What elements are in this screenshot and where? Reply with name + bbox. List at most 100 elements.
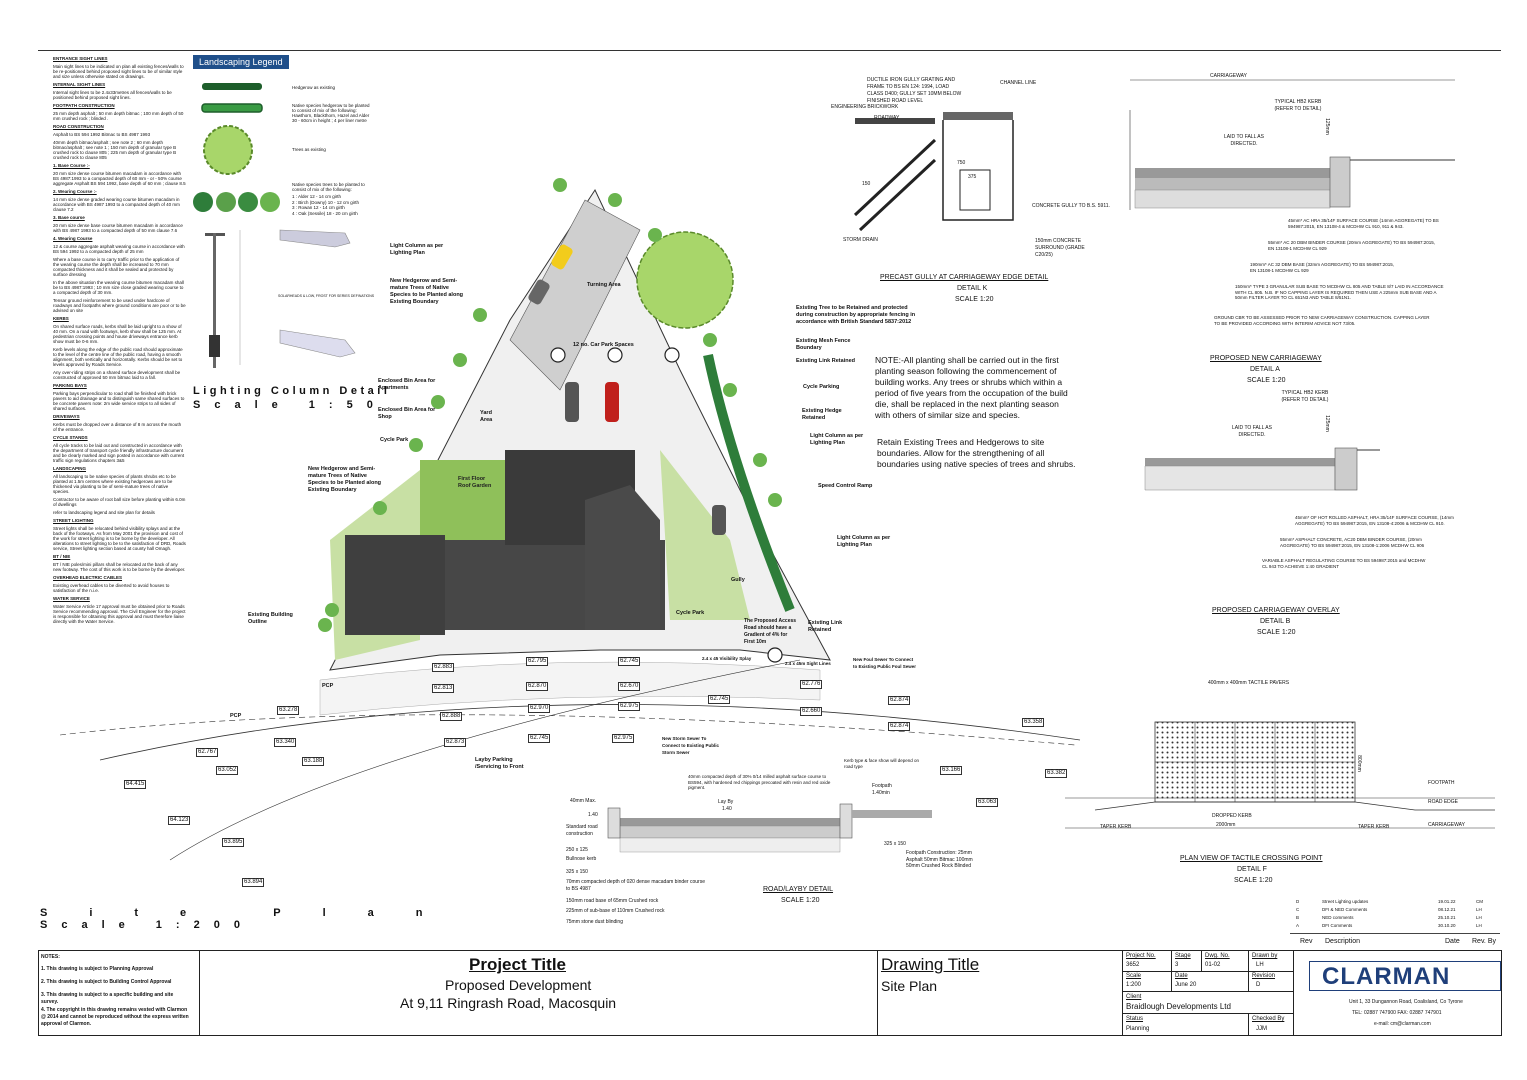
scale-value: 1:200: [1126, 982, 1142, 988]
layby-label-13: 70mm compacted depth of 020 dense macada…: [566, 879, 705, 892]
project-title-section: Project Title Proposed Development At 9,…: [201, 951, 878, 1035]
checked-value: JJM: [1256, 1026, 1267, 1032]
layby-label-6: Footpath: [872, 783, 892, 789]
layby-label-11: 325 x 150: [566, 869, 588, 875]
detail-f-label-0: 400mm x 400mm TACTILE PAVERS: [1208, 680, 1290, 686]
planting-note: NOTE:-All planting shall be carried out …: [875, 355, 1068, 420]
road-surface: [319, 661, 821, 716]
spec-note: Existing overhead cables to be diverted …: [53, 583, 170, 593]
project-no-label: Project No.: [1126, 953, 1156, 959]
legend-hedge-existing-swatch: [202, 83, 262, 90]
date-label: Date: [1175, 973, 1188, 979]
boundary-trees: [318, 178, 782, 632]
rev-header-by: Rev. By: [1472, 938, 1496, 945]
spec-note: 1. Base Course :-: [53, 163, 90, 168]
layby-label-5: 1.40: [588, 812, 598, 818]
detail-b-title: PROPOSED CARRIAGEWAY OVERLAY: [1212, 607, 1340, 614]
label-turning-area: Turning Area: [587, 282, 621, 288]
spot-level: 62.870: [526, 682, 549, 691]
spot-level: 62.813: [432, 684, 455, 693]
project-title-line-2: At 9,11 Ringrash Road, Macosquin: [400, 995, 617, 1011]
layby-label-2: 40mm Max.: [570, 798, 597, 804]
spec-note: 20 mm size dense course bitumen macadam …: [53, 171, 186, 186]
lighting-detail-title: Lighting Column Detail: [193, 385, 391, 397]
spot-level: 63.278: [277, 706, 300, 715]
spot-level: 62.975: [612, 734, 635, 743]
spec-note: Kerb levels along the edge of the public…: [53, 347, 183, 367]
label-gully: Gully: [731, 577, 745, 583]
spec-note: Any over-riding strips on a shared surfa…: [53, 370, 181, 380]
title-block: NOTES: 1. This drawing is subject to Pla…: [38, 950, 1502, 1036]
label-light-column-3: Light Column as per Lighting Plan: [837, 535, 891, 548]
spot-level: 62.795: [526, 657, 549, 666]
rev-code: A: [1296, 923, 1300, 928]
car-dark-2: [712, 505, 726, 535]
label-cycle-park-bottom: Cycle Park: [676, 610, 705, 616]
detail-a-label-4: 45mm* AC HRA 35/14F SURFACE COURSE (14mm…: [1288, 218, 1439, 229]
legend-tree-item: 1 : Alder 12 - 14 cm girth: [292, 194, 342, 199]
spec-note: Kerbs must be dropped over a distance of…: [53, 422, 182, 432]
company-tel: TEL: 02887 747900 FAX: 02887 747901: [1352, 1010, 1442, 1016]
layby-label-4: 1.40: [722, 806, 732, 812]
rev-date: 08.12.21: [1438, 907, 1456, 912]
drawing-info-grid: Project No. 3652 Stage 3 Dwg. No. 01-02 …: [1123, 951, 1294, 1035]
label-pcp-2: PCP: [230, 713, 242, 719]
detail-k-sub: DETAIL K: [957, 285, 988, 292]
road-layby-drawing: [607, 803, 932, 853]
layby-label-14: 150mm road base of 65mm Crushed rock: [566, 898, 659, 904]
light-columns: [550, 347, 783, 663]
label-cycle-park-left: Cycle Park: [380, 437, 409, 443]
company-email: e-mail: cm@clarman.com: [1374, 1021, 1431, 1027]
rev-header-rev: Rev: [1300, 938, 1313, 945]
legend-hedge-new-swatch: [201, 103, 263, 113]
drawn-by-label: Drawn by: [1252, 953, 1278, 959]
spot-level: 62.975: [618, 702, 641, 711]
spot-level: 64.415: [124, 780, 147, 789]
lighting-column-drawing: [205, 229, 356, 368]
rev-by: CM: [1476, 899, 1483, 904]
detail-f-label-4: DROPPED KERB: [1212, 813, 1252, 819]
dwg-no: 01-02: [1205, 962, 1221, 968]
spot-level: 63.166: [940, 766, 963, 775]
detail-b-sub: DETAIL B: [1260, 618, 1291, 625]
rev-desc: DFI Comments: [1322, 923, 1353, 928]
spec-note: OVERHEAD ELECTRIC CABLES: [53, 575, 123, 580]
sheet-frame: [38, 50, 1501, 1036]
label-new-foul-sewer: New Foul Sewer To Connect to Existing Pu…: [853, 657, 917, 669]
spec-note: CYCLE STANDS: [53, 435, 88, 440]
detail-f-label-2: FOOTPATH: [1428, 780, 1455, 786]
site-plan-title: Site Plan: [40, 907, 465, 919]
spec-note: All landscaping to be native species of …: [53, 474, 176, 494]
legend-tree-item: 2 : Birch (Downy) 10 - 12 cm girth: [292, 199, 360, 205]
layby-label-9: 250 x 125: [566, 847, 588, 853]
note-3: 3. This drawing is subject to a specific…: [41, 992, 174, 1005]
rev-code: B: [1296, 915, 1300, 920]
detail-a-label-1: TYPICAL HB2 KERB (REFER TO DETAIL): [1274, 99, 1322, 112]
spot-level: 63.894: [242, 878, 265, 887]
detail-k-label-1: DUCTILE IRON GULLY GRATING AND FRAME TO …: [867, 77, 962, 104]
revision-header: Rev Description Date Rev. By: [1290, 933, 1500, 948]
detail-b-label-0: TYPICAL HB2 KERB (REFER TO DETAIL): [1281, 390, 1329, 403]
spec-note: STREET LIGHTING: [53, 518, 94, 523]
label-new-storm-sewer: New Storm Sewer To Connect to Existing P…: [662, 736, 720, 755]
existing-tree: [636, 231, 734, 329]
label-existing-mesh: Existing Mesh Fence Boundary: [796, 338, 851, 351]
label-enclosed-bin-apt: Enclosed Bin Area for Apartments: [378, 378, 436, 391]
legend-native-trees-text: Native species trees to be planted to co…: [292, 182, 365, 192]
detail-b-drawing: [1144, 447, 1380, 491]
legend-hedge-new-text: Native species hedgerow to be planted to…: [292, 103, 370, 123]
spot-level: 62.745: [708, 695, 731, 704]
retain-note: Retain Existing Trees and Hedgerows to s…: [877, 437, 1076, 469]
company-address: Unit 1, 33 Dungannon Road, Coalisland, C…: [1349, 999, 1463, 1005]
detail-b-label-5: VARIABLE ASPHALT REGULATING COURSE TO BS…: [1262, 558, 1426, 569]
project-no: 3652: [1126, 962, 1140, 968]
detail-a-label-2: LAID TO FALL AS DIRECTED.: [1224, 134, 1264, 147]
spot-level: 62.776: [800, 680, 823, 689]
detail-a-label-0: CARRIAGEWAY: [1210, 73, 1247, 79]
status-label: Status: [1126, 1016, 1144, 1022]
detail-f-label-8: CARRIAGEWAY: [1428, 822, 1465, 828]
